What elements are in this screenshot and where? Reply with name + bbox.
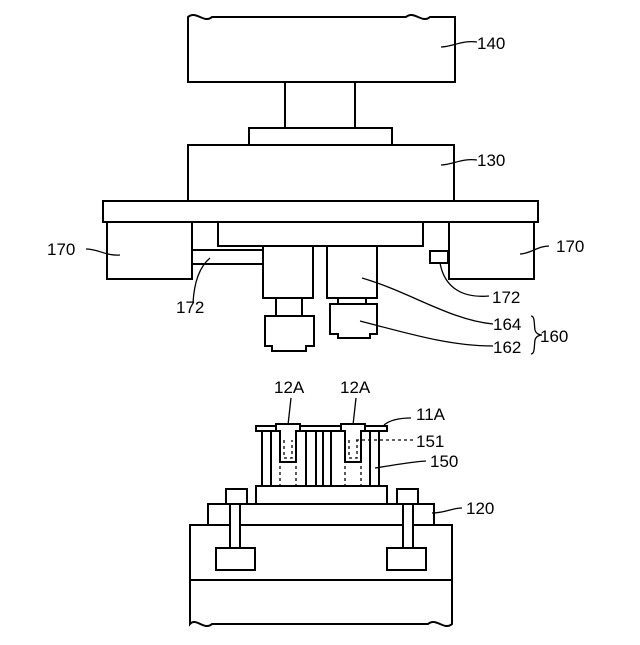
label-12A-left: 12A (274, 378, 305, 397)
label-170-left: 170 (47, 240, 75, 259)
label-172-right: 172 (492, 288, 520, 307)
member-130 (188, 145, 454, 201)
block-170-right (449, 222, 534, 279)
label-172-left: 172 (176, 298, 204, 317)
mount-block (218, 222, 423, 246)
stage-base (256, 486, 387, 504)
block-172-right (430, 251, 448, 263)
head-162-left (265, 316, 314, 351)
label-170-right: 170 (556, 237, 584, 256)
label-140: 140 (477, 34, 505, 53)
neck-left (276, 298, 302, 316)
head-162-right (330, 304, 377, 338)
block-170-left (107, 222, 192, 279)
label-12A-right: 12A (340, 378, 371, 397)
shaft (285, 82, 355, 128)
body-164-left (263, 246, 313, 298)
shaft-flange (249, 128, 392, 145)
rail-172-left (192, 250, 264, 264)
label-11A: 11A (416, 405, 446, 424)
body-164-right (327, 246, 377, 298)
member-140 (188, 15, 455, 82)
label-164: 164 (493, 315, 521, 334)
head-plate (103, 201, 538, 222)
label-120: 120 (466, 499, 494, 518)
label-150: 150 (430, 452, 458, 471)
label-160: 160 (540, 327, 568, 346)
label-151: 151 (416, 432, 444, 451)
label-162: 162 (493, 338, 521, 357)
label-130: 130 (477, 151, 505, 170)
